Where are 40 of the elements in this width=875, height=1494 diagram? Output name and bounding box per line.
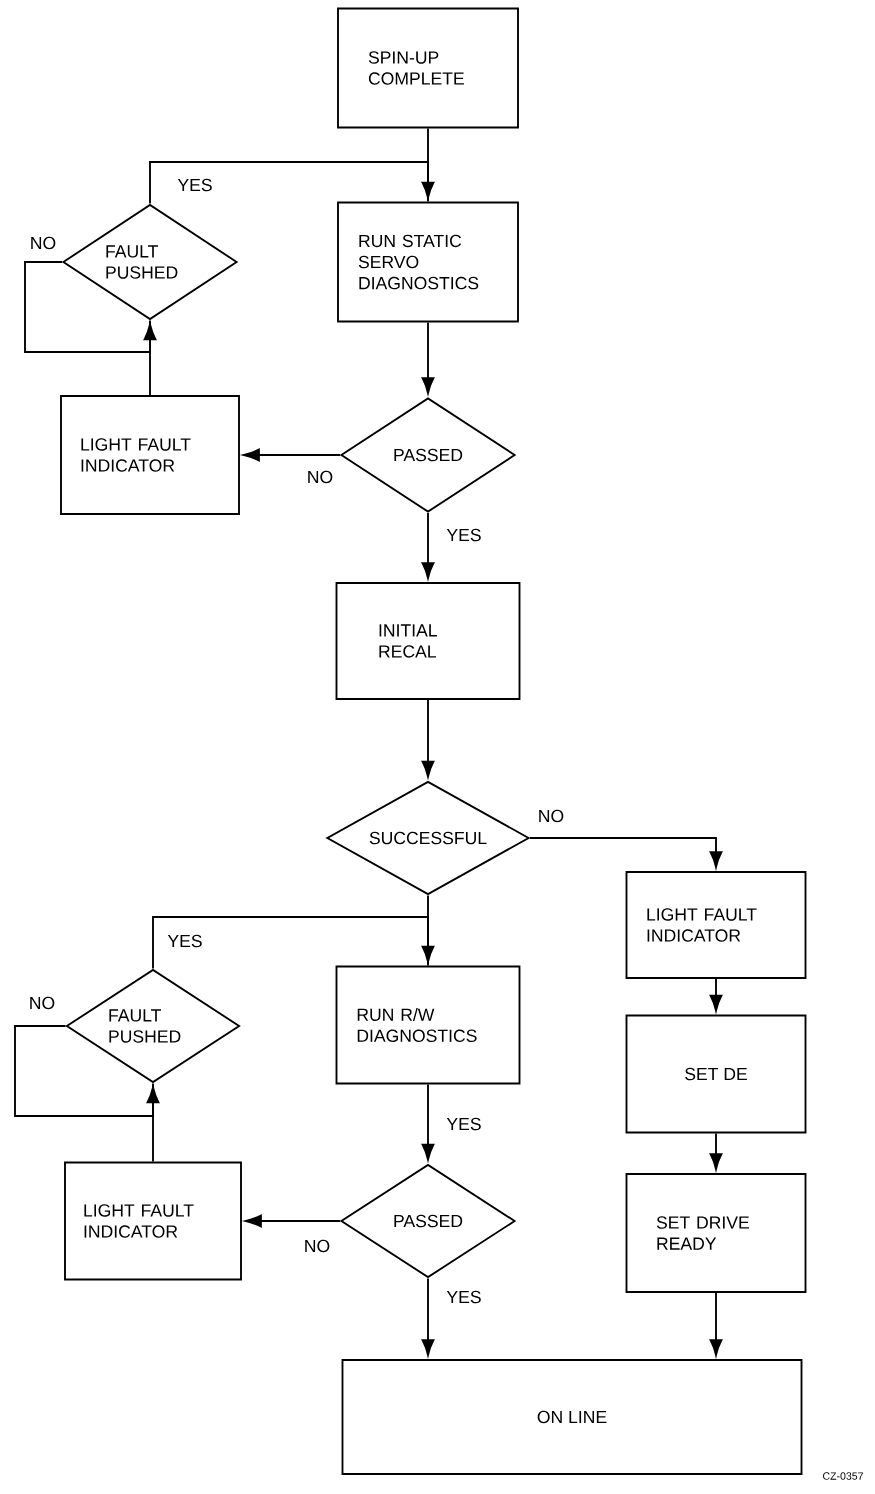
arrow: [243, 448, 341, 462]
arrow: [709, 1132, 723, 1170]
arrow: [421, 1277, 435, 1356]
process-box: LIGHT FAULT INDICATOR: [64, 1161, 242, 1281]
connector-line: [149, 319, 151, 396]
arrow: [24, 261, 157, 353]
arrow: [529, 837, 723, 868]
arrow: [709, 1292, 723, 1356]
figure-number: CZ-0357: [823, 1472, 863, 1480]
process-box: SPIN-UP COMPLETE: [337, 7, 519, 129]
arrow: [421, 512, 435, 579]
arrow: [14, 1025, 160, 1117]
process-box: SET DE: [625, 1014, 807, 1134]
arrow: [421, 1083, 435, 1161]
process-box: LIGHT FAULT INDICATOR: [60, 395, 240, 515]
edge-label: YES: [446, 528, 481, 542]
edge-label: NO: [30, 996, 55, 1010]
edge-label: YES: [446, 1290, 481, 1304]
process-box: LIGHT FAULT INDICATOR: [625, 871, 807, 979]
connector-line: [427, 127, 429, 203]
arrow: [421, 699, 435, 778]
edge-label: NO: [31, 236, 56, 250]
arrow: [149, 161, 435, 205]
edge-label: NO: [539, 809, 564, 823]
process-box: RUN STATIC SERVO DIAGNOSTICS: [337, 201, 519, 323]
arrow: [245, 1214, 341, 1228]
edge-label: YES: [446, 1117, 481, 1131]
process-box: SET DRIVE READY: [625, 1173, 807, 1293]
edge-label: NO: [308, 470, 333, 484]
edge-label: NO: [305, 1239, 330, 1253]
process-box: ON LINE: [341, 1359, 803, 1475]
edge-label: YES: [177, 178, 212, 192]
arrow: [709, 978, 723, 1012]
connector-line: [427, 894, 429, 967]
connector-line: [152, 1082, 154, 1163]
arrow: [421, 321, 435, 394]
process-box: INITIAL RECAL: [335, 582, 521, 700]
arrow: [152, 916, 435, 970]
edge-label: YES: [167, 934, 202, 948]
process-box: RUN R/W DIAGNOSTICS: [335, 965, 521, 1085]
